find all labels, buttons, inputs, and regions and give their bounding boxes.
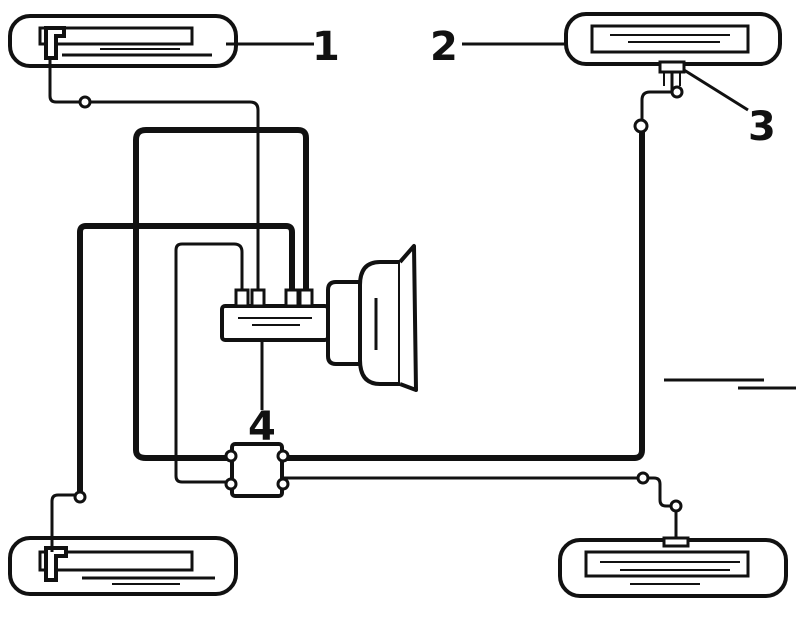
brake-booster bbox=[326, 244, 418, 392]
wheel-front-right bbox=[564, 12, 782, 66]
label-4: 4 bbox=[248, 404, 276, 450]
wheel-front-left bbox=[8, 14, 238, 68]
brake-caliper-rear-left bbox=[44, 546, 68, 582]
pressure-regulator bbox=[658, 60, 686, 74]
wheel-rear-left bbox=[8, 536, 238, 596]
brake-caliper-front-left bbox=[44, 26, 66, 60]
brake-lines-thick bbox=[77, 125, 645, 498]
master-cylinder-ports bbox=[234, 288, 314, 308]
valve-block bbox=[230, 442, 284, 498]
master-cylinder bbox=[220, 304, 330, 342]
label-3: 3 bbox=[748, 104, 776, 150]
rear-right-fitting bbox=[662, 536, 690, 548]
valve-block-ports bbox=[224, 449, 290, 491]
leader-lines bbox=[226, 42, 796, 410]
fittings bbox=[73, 85, 684, 513]
label-1: 1 bbox=[312, 24, 340, 70]
brake-lines-thin bbox=[48, 58, 678, 552]
wheel-rear-right bbox=[558, 538, 788, 598]
label-2: 2 bbox=[430, 24, 458, 70]
